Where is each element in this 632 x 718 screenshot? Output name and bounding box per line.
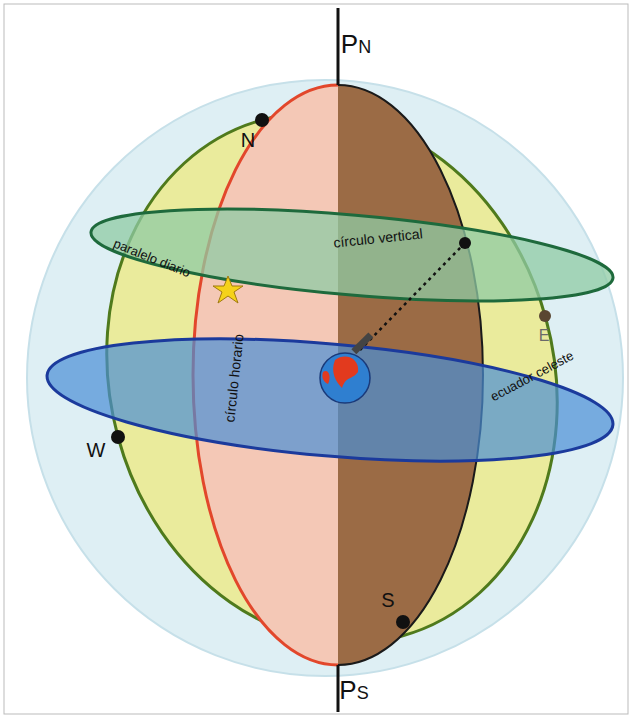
axis (337, 665, 340, 712)
celestial-equator (42, 319, 618, 480)
label: E (539, 328, 550, 344)
label: S (381, 590, 394, 610)
diurnal-parallel (88, 192, 617, 317)
star (213, 276, 243, 303)
label: N (241, 130, 255, 150)
sphere (27, 80, 623, 676)
frame (4, 4, 628, 714)
cardinal-point (396, 615, 410, 629)
pole-label: PN (341, 31, 371, 57)
cardinal-point (255, 113, 269, 127)
label: W (87, 440, 106, 460)
continent (333, 356, 358, 388)
continent (322, 371, 329, 384)
cardinal-point (111, 430, 125, 444)
axis (337, 8, 340, 85)
sight-line (360, 243, 465, 350)
pole-label: PS (339, 677, 368, 703)
telescope (351, 332, 373, 354)
cardinal-point (539, 310, 551, 322)
star-point (459, 237, 471, 249)
earth (320, 353, 370, 403)
